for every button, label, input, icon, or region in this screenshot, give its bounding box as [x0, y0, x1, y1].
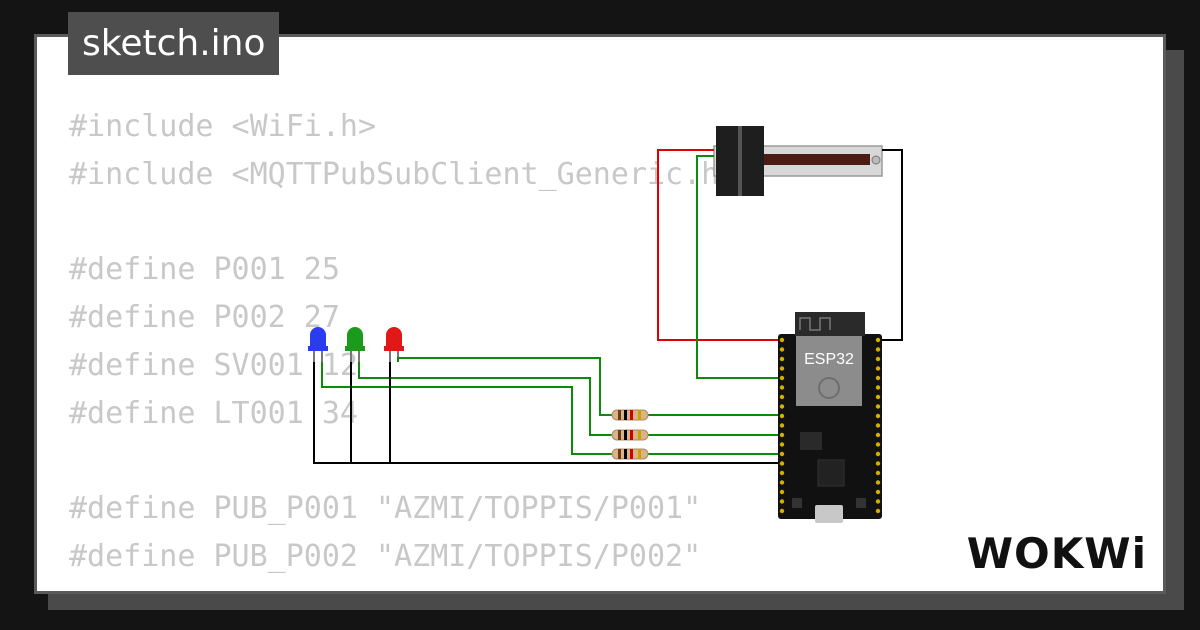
board-pin — [875, 347, 881, 352]
wire-red — [657, 149, 782, 341]
code-line: #include <WiFi.h> — [69, 109, 377, 144]
board-pin — [875, 375, 881, 381]
preview-card: #include <WiFi.h> #include <MQTTPubSubCli… — [34, 34, 1166, 594]
board-pin — [875, 337, 881, 343]
code-line: #define PUB_P001 "AZMI/TOPPIS/P001" — [69, 491, 702, 527]
board-pin — [875, 480, 881, 485]
board-pin — [779, 489, 785, 495]
led-wires — [313, 357, 782, 464]
code-line: #define PUB_P002 "AZMI/TOPPIS/P002" — [69, 539, 702, 575]
board-pin — [779, 451, 785, 457]
code-line: #define PUB_SV001 "AZMI/TOPPIS/SV001" — [69, 581, 737, 591]
board-pin — [875, 499, 881, 504]
board-pin — [779, 347, 785, 352]
wire-green-blue-led — [321, 362, 612, 455]
wire-black-gnd — [313, 362, 782, 464]
board-pin — [779, 470, 785, 476]
wire-green-red-led — [397, 357, 612, 416]
wire-black-pot — [878, 149, 903, 341]
board-pin — [875, 432, 881, 438]
board-pin — [779, 423, 785, 428]
code-line: #define SV001 12 — [69, 347, 358, 383]
resistor[interactable] — [611, 448, 649, 460]
board-pin — [875, 423, 881, 428]
board-pin — [875, 451, 881, 457]
board-pin — [779, 394, 785, 400]
board-pin — [875, 413, 881, 419]
esp32-board[interactable]: ESP32 — [778, 312, 882, 523]
board-pin — [875, 356, 881, 362]
board-pin — [779, 480, 785, 485]
board-pin — [779, 366, 785, 371]
led-green[interactable] — [345, 327, 365, 362]
board-pin — [779, 508, 785, 514]
board-pin — [875, 461, 881, 466]
board-pin — [875, 508, 881, 514]
board-pin — [779, 432, 785, 438]
board-pin — [779, 404, 785, 409]
board-pin — [875, 404, 881, 409]
file-tab[interactable]: sketch.ino — [68, 12, 280, 75]
code-preview: #include <WiFi.h> #include <MQTTPubSubCli… — [69, 103, 738, 591]
code-line: #include <MQTTPubSubClient_Generic.h> — [69, 156, 738, 192]
board-pin — [779, 375, 785, 381]
board-pin — [875, 470, 881, 476]
board-pin — [779, 356, 785, 362]
board-pin — [779, 337, 785, 343]
board-pin — [779, 442, 785, 447]
board-pin — [779, 461, 785, 466]
code-line: #define LT001 34 — [69, 395, 358, 431]
board-pin — [779, 499, 785, 504]
board-pin — [779, 413, 785, 419]
board-pin — [875, 489, 881, 495]
led-red[interactable] — [384, 327, 404, 362]
board-label: ESP32 — [804, 351, 854, 368]
pot-wires — [657, 149, 903, 379]
wokwi-logo: WOKWi — [967, 529, 1147, 578]
resistor[interactable] — [611, 409, 649, 421]
wire-green-green-led — [358, 362, 612, 436]
board-pin — [875, 366, 881, 371]
led-blue[interactable] — [308, 327, 328, 362]
board-pin — [779, 385, 785, 390]
code-line: #define P001 25 — [69, 252, 340, 288]
wire-green-pot — [696, 155, 782, 379]
board-pin — [875, 442, 881, 447]
board-pin — [875, 385, 881, 390]
code-line: #define P002 27 — [69, 300, 340, 336]
resistor[interactable] — [611, 429, 649, 441]
board-pins — [779, 337, 881, 514]
board-pin — [875, 394, 881, 400]
slide-potentiometer[interactable] — [713, 126, 883, 196]
